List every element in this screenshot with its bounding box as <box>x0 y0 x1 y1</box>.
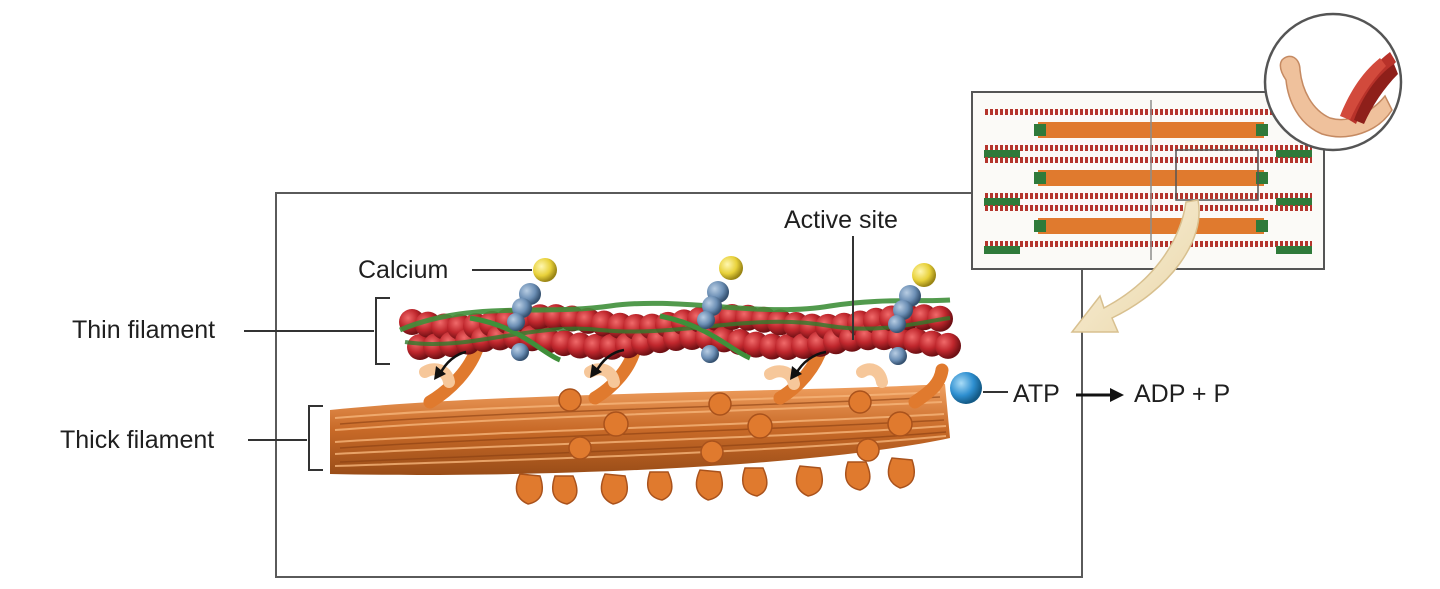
zoom-arrow <box>1070 199 1200 333</box>
inset-band <box>1256 172 1268 184</box>
thin-filament-bracket <box>375 297 390 365</box>
inset-titin <box>1276 150 1312 158</box>
inset-band <box>1034 220 1046 232</box>
inset-band <box>1034 172 1046 184</box>
adp-p-label: ADP + P <box>1134 380 1231 408</box>
troponin-complex-3 <box>888 285 921 365</box>
thin-filament <box>399 297 961 363</box>
troponin-complex-2 <box>697 281 729 363</box>
atp-label: ATP <box>1013 380 1060 408</box>
inset-band <box>1034 124 1046 136</box>
atp-molecule <box>950 372 982 404</box>
calcium-ion-1 <box>533 258 557 282</box>
inset-titin <box>984 198 1020 206</box>
thin-filament-label: Thin filament <box>72 316 216 344</box>
inset-titin <box>984 246 1020 254</box>
active-site-label: Active site <box>784 206 898 234</box>
inset-band <box>1256 220 1268 232</box>
calcium-label: Calcium <box>358 256 449 284</box>
troponin-complex-1 <box>507 283 541 361</box>
sarcomere-inset <box>971 91 1325 270</box>
inset-titin <box>1276 198 1312 206</box>
calcium-ion-2 <box>719 256 743 280</box>
main-frame <box>275 192 1083 578</box>
inset-zoom-box <box>1175 149 1259 201</box>
thick-filament <box>330 384 950 505</box>
actin-bead <box>935 332 961 359</box>
thick-filament-label: Thick filament <box>60 426 215 454</box>
thick-filament-bracket <box>308 405 323 471</box>
inset-titin <box>1276 246 1312 254</box>
inset-band <box>1256 124 1268 136</box>
inset-titin <box>984 150 1020 158</box>
arm-circle-inset <box>1263 12 1403 152</box>
calcium-ion-3 <box>912 263 936 287</box>
